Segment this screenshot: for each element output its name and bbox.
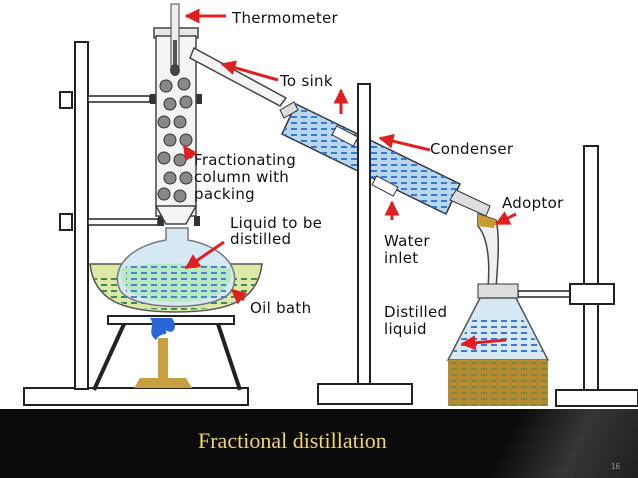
label-liquid-2: distilled [230,230,291,248]
left-retort-stand [23,41,249,406]
middle-retort-stand [317,83,413,405]
label-adoptor: Adoptor [502,194,564,212]
arrow-adoptor [494,211,517,226]
label-liquid-1: Liquid to be [230,214,322,232]
label-to-sink: To sink [279,72,333,90]
label-condenser: Condenser [430,140,514,158]
arrow-oil-bath [230,288,248,305]
condenser [279,101,491,217]
label-thermometer: Thermometer [231,9,339,27]
slide-number: 16 [611,462,620,471]
arrow-column [182,144,198,162]
label-fractionating-2: column with [194,168,289,186]
footer-decoration [418,409,638,478]
arrow-side-arm [220,60,279,82]
tripod-and-burner [92,315,242,391]
right-retort-stand [517,145,638,407]
adaptor [477,212,500,289]
label-arrows [182,8,517,351]
label-water-1: Water [384,232,430,250]
label-distilled-1: Distilled [384,303,447,321]
arrow-liquid [184,240,225,270]
round-bottom-flask [116,227,236,308]
slide-footer-band [0,409,638,478]
receiving-flask [446,283,550,406]
side-arm [189,46,288,107]
fractionating-column [153,27,199,225]
arrow-condenser [378,133,431,152]
thermometer [170,3,180,76]
label-fractionating-1: Fractionating [194,151,296,169]
label-fractionating-3: packing [194,185,255,203]
fractional-distillation-diagram: Thermometer To sink Condenser Adoptor Fr… [23,3,638,407]
slide-title: Fractional distillation [198,428,387,453]
label-distilled-2: liquid [384,320,427,338]
arrow-distilled [460,335,507,351]
label-water-2: inlet [384,249,418,267]
label-oil-bath: Oil bath [250,299,311,317]
